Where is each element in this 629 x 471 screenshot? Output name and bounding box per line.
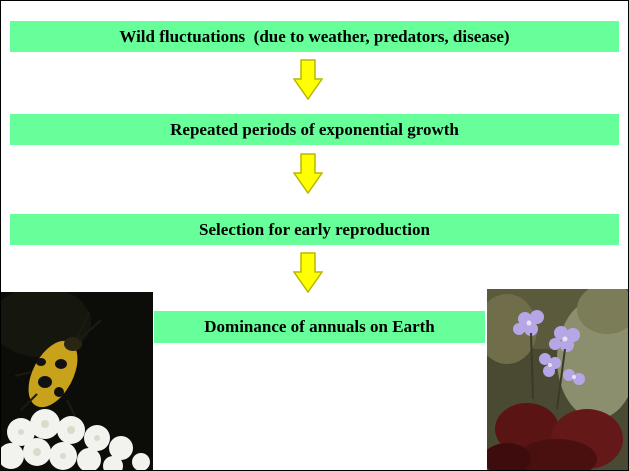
- step-dominance-of-annuals: Dominance of annuals on Earth: [154, 311, 485, 343]
- step-label: Wild fluctuations (due to weather, preda…: [119, 27, 509, 47]
- down-arrow-icon: [293, 252, 323, 293]
- beetle-flower-photo: [1, 292, 153, 470]
- purple-flower-photo: [487, 289, 628, 470]
- down-arrow-icon: [293, 153, 323, 194]
- step-early-reproduction: Selection for early reproduction: [10, 214, 619, 245]
- step-wild-fluctuations: Wild fluctuations (due to weather, preda…: [10, 21, 619, 52]
- step-label: Repeated periods of exponential growth: [170, 120, 459, 140]
- step-label: Selection for early reproduction: [199, 220, 430, 240]
- down-arrow-icon: [293, 59, 323, 100]
- step-label: Dominance of annuals on Earth: [204, 317, 434, 337]
- step-exponential-growth: Repeated periods of exponential growth: [10, 114, 619, 145]
